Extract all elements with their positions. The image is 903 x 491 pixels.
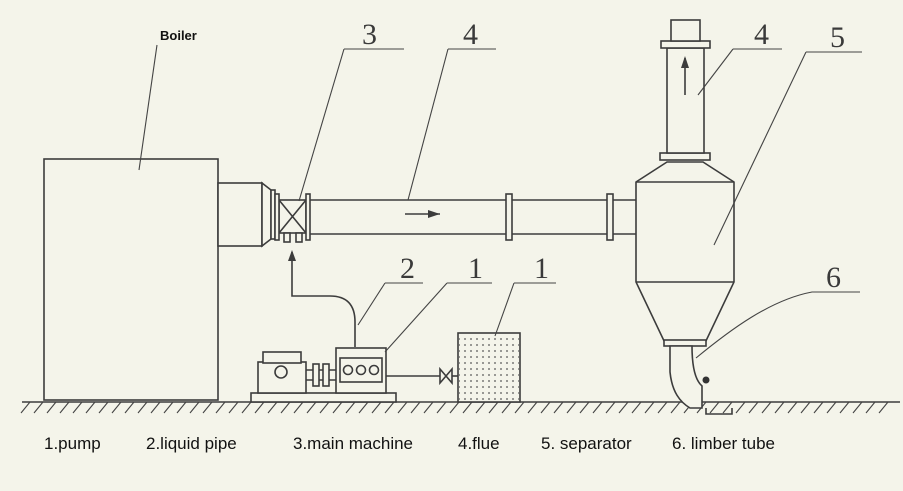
- ground-hatch-mark: [748, 401, 759, 414]
- ground-hatch-mark: [722, 401, 733, 414]
- legend-item-main-machine: 3.main machine: [293, 434, 413, 453]
- ground-hatch-mark: [475, 401, 486, 414]
- ground-hatch-mark: [878, 401, 889, 414]
- legend-item-separator: 5. separator: [541, 434, 632, 453]
- ground-hatch-mark: [215, 401, 226, 414]
- legend-item-limber-tube: 6. limber tube: [672, 434, 775, 453]
- ground-hatch-mark: [293, 401, 304, 414]
- ground-hatch-mark: [488, 401, 499, 414]
- ground-hatch-mark: [384, 401, 395, 414]
- ground-hatch-mark: [579, 401, 590, 414]
- boiler-label: Boiler: [160, 28, 197, 43]
- ground-hatch-mark: [189, 401, 200, 414]
- ground-hatch-mark: [332, 401, 343, 414]
- ground-hatch-mark: [592, 401, 603, 414]
- ground-hatch-mark: [501, 401, 512, 414]
- ground-hatch-mark: [410, 401, 421, 414]
- ground-hatch-mark: [254, 401, 265, 414]
- legend: 1.pump 2.liquid pipe 3.main machine 4.fl…: [44, 434, 775, 453]
- callout-5-separator: 5: [830, 21, 845, 54]
- callout-3-main-machine: 3: [362, 18, 377, 51]
- ground-hatch-mark: [202, 401, 213, 414]
- ground-hatch-mark: [618, 401, 629, 414]
- ground-hatch-mark: [774, 401, 785, 414]
- separator: [635, 152, 735, 347]
- ground-hatch-mark: [865, 401, 876, 414]
- ground-hatch-mark: [306, 401, 317, 414]
- ground-hatch-mark: [241, 401, 252, 414]
- ground-hatch-mark: [540, 401, 551, 414]
- ground-hatch-mark: [553, 401, 564, 414]
- ground-hatch-mark: [20, 401, 31, 414]
- ground-hatch-mark: [397, 401, 408, 414]
- callout-6-limber-tube: 6: [826, 261, 841, 294]
- ground-hatch-mark: [631, 401, 642, 414]
- ground-hatch-mark: [280, 401, 291, 414]
- ground-hatch-mark: [137, 401, 148, 414]
- ground-hatch-mark: [787, 401, 798, 414]
- ground-hatch-mark: [111, 401, 122, 414]
- main-machine: [274, 193, 311, 243]
- ground-hatch-mark: [514, 401, 525, 414]
- ground-hatch-mark: [59, 401, 70, 414]
- exhaust-stack: [660, 19, 711, 154]
- ground-hatch-mark: [644, 401, 655, 414]
- ground-hatch-mark: [371, 401, 382, 414]
- ground-hatch-mark: [33, 401, 44, 414]
- ground-hatch-mark: [423, 401, 434, 414]
- ground-hatch-mark: [813, 401, 824, 414]
- legend-item-pump: 1.pump: [44, 434, 101, 453]
- boiler-outlet: [217, 181, 276, 248]
- callouts: 3 4 4 5 2 1 1 6: [298, 18, 862, 359]
- ground-hatch-mark: [826, 401, 837, 414]
- ground: [20, 401, 900, 414]
- ground-hatch-mark: [657, 401, 668, 414]
- ground-hatch-mark: [605, 401, 616, 414]
- ground-hatch-mark: [228, 401, 239, 414]
- ground-hatch-mark: [709, 401, 720, 414]
- ground-hatch-mark: [72, 401, 83, 414]
- ground-hatch-mark: [124, 401, 135, 414]
- ground-hatch-mark: [462, 401, 473, 414]
- callout-2-liquid-pipe: 2: [400, 252, 415, 285]
- ground-hatch-mark: [852, 401, 863, 414]
- flue-duct: [310, 193, 677, 241]
- liquid-tank: [457, 332, 521, 403]
- pump-assembly: [250, 347, 460, 403]
- ground-hatch-mark: [670, 401, 681, 414]
- ground-hatch-mark: [98, 401, 109, 414]
- ground-hatch-mark: [761, 401, 772, 414]
- ground-hatch-mark: [839, 401, 850, 414]
- ground-hatch-mark: [436, 401, 447, 414]
- limber-tube: [669, 345, 733, 415]
- ground-hatch-mark: [163, 401, 174, 414]
- legend-item-liquid-pipe: 2.liquid pipe: [146, 434, 237, 453]
- callout-4-stack: 4: [754, 18, 769, 51]
- liquid-pipe: [288, 250, 356, 347]
- ground-hatch-mark: [319, 401, 330, 414]
- ground-hatch-mark: [150, 401, 161, 414]
- legend-item-flue: 4.flue: [458, 434, 500, 453]
- ground-hatch-mark: [267, 401, 278, 414]
- ground-hatch-mark: [358, 401, 369, 414]
- boiler-body: [43, 158, 219, 401]
- ground-hatch-mark: [449, 401, 460, 414]
- ground-hatch-mark: [85, 401, 96, 414]
- ground-hatch-mark: [735, 401, 746, 414]
- ground-hatch-mark: [800, 401, 811, 414]
- ground-hatch-mark: [527, 401, 538, 414]
- callout-1-pump: 1: [468, 252, 483, 285]
- callout-4-flue: 4: [463, 18, 478, 51]
- ground-hatch-mark: [345, 401, 356, 414]
- ground-hatch-mark: [566, 401, 577, 414]
- callout-1-tank: 1: [534, 252, 549, 285]
- boiler-leader-line: [138, 44, 158, 171]
- ground-hatch-mark: [176, 401, 187, 414]
- ground-hatch-mark: [46, 401, 57, 414]
